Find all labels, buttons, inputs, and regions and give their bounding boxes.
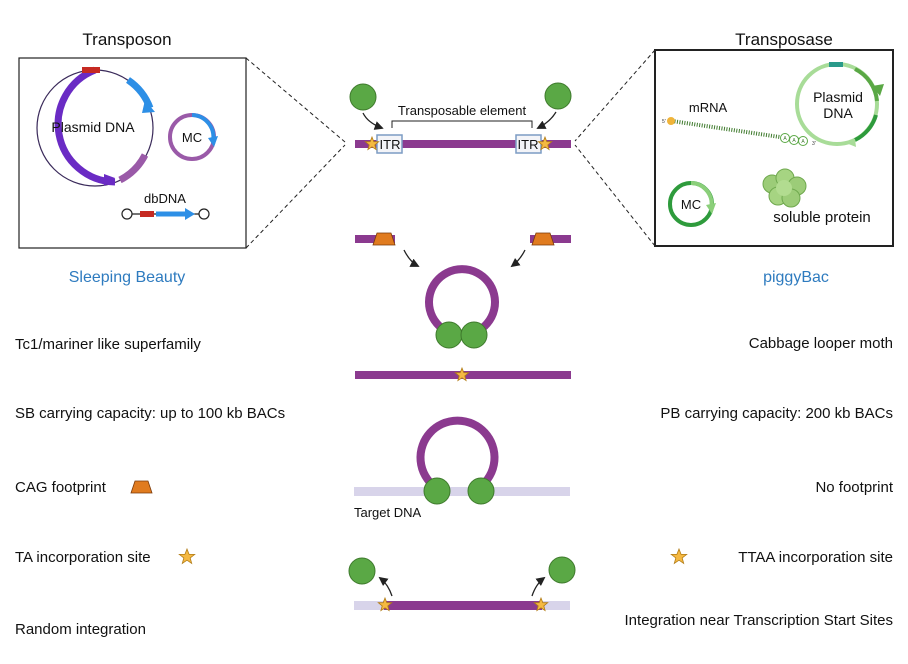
pb-footprint: No footprint — [815, 479, 893, 496]
footprint-left-icon — [372, 232, 396, 246]
zoom-line-left-top — [245, 57, 346, 143]
dna-strand-donor — [355, 140, 571, 148]
transposase-circle-1 — [349, 83, 377, 111]
transposase-circle-3 — [435, 321, 463, 349]
mrna-strand-icon — [667, 117, 808, 146]
soluble-protein-icon — [762, 168, 807, 208]
transposase-circle-6 — [467, 477, 495, 505]
transposase-circle-8 — [548, 556, 576, 584]
binding-arrow-left — [362, 112, 384, 130]
sb-footprint: CAG footprint — [15, 479, 107, 496]
transposase-box — [654, 49, 894, 247]
plasmid-label-right-2: DNA — [823, 105, 853, 121]
ta-site-star-3 — [454, 366, 470, 382]
target-dna-strand — [354, 487, 570, 496]
poly-a-2: A — [792, 138, 796, 144]
zoom-line-right-top — [574, 49, 656, 142]
itr-label-left: ITR — [380, 137, 401, 152]
pb-capacity: PB carrying capacity: 200 kb BACs — [660, 405, 893, 422]
plasmid-dna-right-icon — [795, 62, 884, 147]
transposon-heading: Transposon — [82, 30, 171, 49]
transposase-heading: Transposase — [735, 30, 833, 49]
mc-label-left: MC — [182, 130, 202, 145]
minicircle-icon — [168, 113, 218, 161]
mc-label-right: MC — [681, 197, 701, 212]
ta-site-legend-star — [178, 547, 196, 565]
target-dna-label: Target DNA — [354, 505, 422, 520]
pb-origin: Cabbage looper moth — [749, 335, 893, 352]
binding-arrow-right — [536, 111, 557, 129]
sb-site: TA incorporation site — [15, 549, 151, 566]
ta-site-star-1 — [364, 135, 380, 151]
plasmid-dna-icon — [36, 66, 155, 187]
mrna-three-prime: 3' — [812, 141, 816, 147]
sb-capacity: SB carrying capacity: up to 100 kb BACs — [15, 405, 285, 422]
dbdna-label: dbDNA — [144, 191, 186, 206]
integrated-transposon — [384, 601, 542, 610]
soluble-protein-label: soluble protein — [773, 209, 871, 226]
transposase-circle-2 — [544, 82, 572, 110]
ta-site-star-5 — [533, 596, 549, 612]
ta-site-star-4 — [377, 596, 393, 612]
pb-integration: Integration near Transcription Start Sit… — [625, 612, 893, 629]
zoom-line-left-bottom — [245, 144, 346, 249]
pb-site: TTAA incorporation site — [738, 549, 893, 566]
release-arrow-right — [531, 576, 546, 597]
transposable-element-label: Transposable element — [398, 103, 527, 118]
ttaa-site-legend-star — [670, 547, 688, 565]
transposase-circle-5 — [423, 477, 451, 505]
footprint-right-icon — [531, 232, 555, 246]
poly-a-3: A — [801, 139, 805, 145]
excised-transposon-loop — [425, 265, 499, 336]
release-arrow-left — [378, 576, 393, 597]
zoom-line-right-bottom — [574, 144, 656, 247]
mrna-five-prime: 5' — [662, 119, 666, 125]
sb-integration: Random integration — [15, 621, 146, 638]
sleeping-beauty-title: Sleeping Beauty — [69, 269, 186, 286]
transposable-element-bracket — [391, 120, 533, 128]
plasmid-label-right-1: Plasmid — [813, 89, 863, 105]
transposase-circle-4 — [460, 321, 488, 349]
sb-superfamily: Tc1/mariner like superfamily — [15, 336, 201, 353]
minicircle-right-icon — [668, 181, 716, 227]
mrna-label: mRNA — [689, 100, 728, 115]
excision-arrow-right — [510, 249, 526, 268]
excision-arrow-left — [403, 249, 420, 267]
piggybac-title: piggyBac — [763, 269, 829, 286]
cag-footprint-icon — [130, 480, 153, 494]
itr-box-left — [376, 134, 403, 154]
plasmid-dna-label: Plasmid DNA — [51, 119, 135, 135]
ta-site-star-2 — [537, 135, 553, 151]
poly-a-1: A — [783, 136, 787, 142]
dbdna-icon — [121, 208, 210, 220]
itr-label-right: ITR — [518, 137, 539, 152]
inserting-transposon-loop — [416, 416, 499, 491]
transposase-circle-7 — [348, 557, 376, 585]
